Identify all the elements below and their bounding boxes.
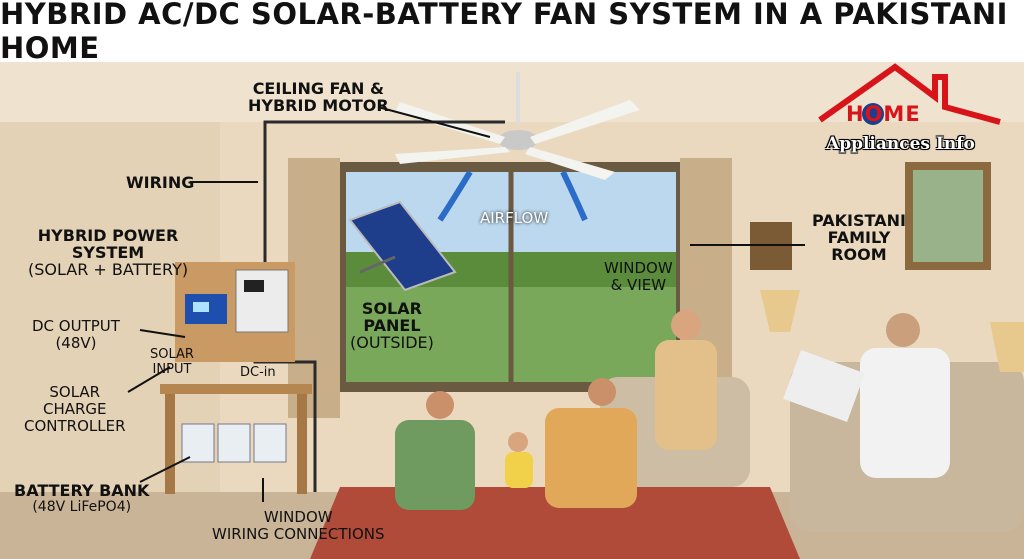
logo-globe-icon xyxy=(862,103,884,125)
inverter-screen xyxy=(244,280,264,292)
controller-display xyxy=(193,302,209,312)
label-charge-controller: SOLAR CHARGE CONTROLLER xyxy=(24,383,126,435)
hybrid-inverter xyxy=(235,269,289,333)
child-body xyxy=(505,452,533,488)
grandmother-body xyxy=(655,340,717,450)
arrow-dc-output xyxy=(139,329,186,338)
grandfather-head xyxy=(886,313,920,347)
wiring-line xyxy=(263,120,505,267)
arrow-fan xyxy=(377,106,491,138)
label-family-room: PAKISTANI FAMILY ROOM xyxy=(812,211,906,264)
airflow-arrow-left xyxy=(437,170,473,222)
grandfather-body xyxy=(860,348,950,478)
table-lamp xyxy=(760,290,800,332)
fan-blade-2 xyxy=(530,100,640,144)
panel-mount xyxy=(359,255,396,274)
battery-3 xyxy=(253,423,287,463)
woman-1-body xyxy=(395,420,475,510)
shelf-leg-right xyxy=(297,394,307,494)
label-dc-output: DC OUTPUT(48V) xyxy=(32,317,120,352)
shelf-top xyxy=(160,384,312,394)
child-head xyxy=(508,432,528,452)
label-ceiling-fan: CEILING FAN &HYBRID MOTOR xyxy=(248,79,389,115)
label-window-view: WINDOW& VIEW xyxy=(604,259,673,294)
label-dc-in: DC-in xyxy=(240,365,276,380)
woman-2-head xyxy=(588,378,616,406)
fan-motor xyxy=(498,130,538,150)
label-solar-panel: SOLAR PANEL (OUTSIDE) xyxy=(350,299,434,352)
room-scene-svg xyxy=(0,62,1024,559)
page-title: HYBRID AC/DC SOLAR-BATTERY FAN SYSTEM IN… xyxy=(0,0,1024,65)
label-battery-bank: BATTERY BANK (48V LiFePO4) xyxy=(14,481,150,515)
arrow-charge-controller xyxy=(127,366,171,393)
arrow-battery xyxy=(139,456,191,483)
logo-subtitle: Appliances Info xyxy=(826,134,975,154)
airflow-arrow-right xyxy=(560,170,588,222)
woman-2-body xyxy=(545,408,637,508)
shelf-leg-left xyxy=(165,394,175,494)
fan-blade-4 xyxy=(525,147,615,180)
logo-house-icon xyxy=(818,63,1001,125)
grandmother-head xyxy=(671,310,701,340)
battery-2 xyxy=(217,423,251,463)
newspaper xyxy=(783,349,865,423)
side-lamp xyxy=(990,322,1024,372)
room-illustration: HOME Appliances Info CEILING FAN &HYBRID… xyxy=(0,62,1024,559)
battery-1 xyxy=(181,423,215,463)
logo-home-text: HOME xyxy=(846,102,921,126)
label-wiring: WIRING xyxy=(126,173,195,192)
fan-blade-3 xyxy=(395,147,510,164)
label-hybrid-power: HYBRID POWER SYSTEM (SOLAR + BATTERY) xyxy=(28,226,189,279)
frame-art xyxy=(913,170,983,262)
ceiling xyxy=(0,62,1024,122)
woman-1-head xyxy=(426,391,454,419)
solar-panel xyxy=(348,200,457,292)
label-airflow: AIRFLOW xyxy=(480,209,549,227)
